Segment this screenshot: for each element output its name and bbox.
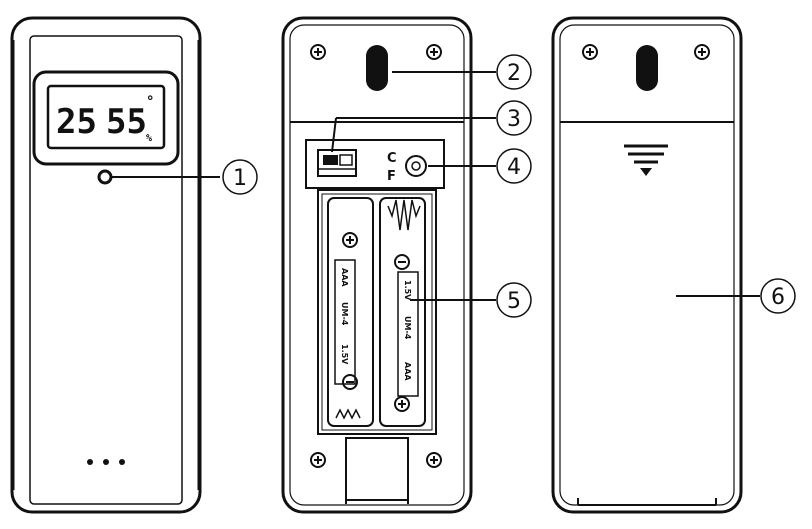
callout-number: 3 <box>507 107 521 132</box>
plus-icon <box>394 396 410 412</box>
switch-label-celsius: C <box>387 151 397 166</box>
callout-number: 1 <box>233 166 247 191</box>
callout-2: 2 <box>496 54 532 90</box>
screw-icon <box>694 44 710 60</box>
minus-icon <box>394 254 410 270</box>
battery-left-voltage: 1.5V <box>340 344 349 365</box>
hanging-slot <box>366 45 388 91</box>
vent-dot <box>87 459 93 465</box>
screw-icon <box>310 44 326 60</box>
callout-number: 4 <box>507 155 521 180</box>
battery-right-model: UM-4 <box>403 316 412 340</box>
screw-icon <box>426 44 442 60</box>
front-view: 25 55 ° % <box>10 16 202 514</box>
open-back-view: C F AAA UM-4 1.5V <box>281 16 473 514</box>
callout-number: 5 <box>507 289 521 314</box>
front-inner-panel <box>29 35 183 505</box>
battery-right-type: AAA <box>403 362 412 381</box>
switch-label-fahrenheit: F <box>387 169 396 184</box>
battery-right-voltage: 1.5V <box>403 280 412 301</box>
callout-number: 2 <box>507 61 521 86</box>
callout-5: 5 <box>496 282 532 318</box>
battery-right <box>379 197 426 427</box>
callout-lines <box>112 71 760 301</box>
lcd-percent-mark: % <box>146 133 152 144</box>
callout-4: 4 <box>496 148 532 184</box>
led-indicator <box>97 169 113 185</box>
hanging-slot <box>636 45 658 91</box>
cover-body <box>551 16 743 514</box>
lcd-screen <box>46 84 166 150</box>
closed-back-view <box>551 16 743 514</box>
callout-number: 6 <box>771 285 785 310</box>
latch <box>345 437 409 501</box>
grip-arrow-icon <box>624 144 668 176</box>
callout-6: 6 <box>760 278 796 314</box>
callout-3: 3 <box>496 100 532 136</box>
screw-icon <box>582 44 598 60</box>
screw-icon <box>310 452 326 468</box>
minus-icon <box>342 374 358 390</box>
screw-icon <box>426 452 442 468</box>
lcd-temperature: 25 <box>56 102 97 142</box>
callout-1: 1 <box>222 159 258 195</box>
vent-dot <box>103 459 109 465</box>
battery-left-model: UM-4 <box>340 302 349 326</box>
vent-dot <box>119 459 125 465</box>
lcd-humidity: 55 <box>106 102 147 142</box>
lcd-degree-mark: ° <box>146 94 154 110</box>
battery-left-type: AAA <box>340 268 349 287</box>
plus-icon <box>342 232 358 248</box>
battery-left <box>327 197 374 427</box>
